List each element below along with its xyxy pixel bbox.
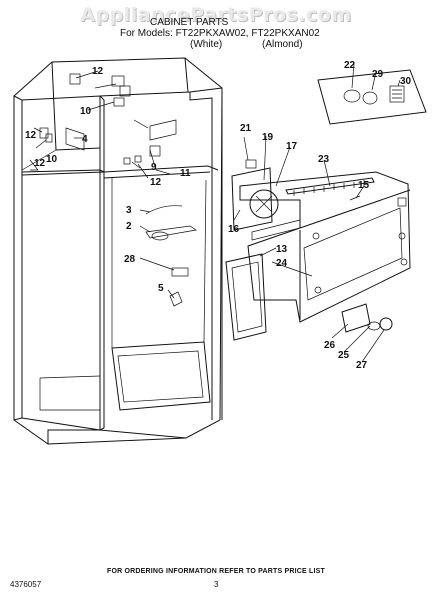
callout-26: 26 bbox=[324, 340, 336, 351]
callout-13: 13 bbox=[276, 244, 288, 255]
callout-30: 30 bbox=[400, 76, 412, 87]
callout-12: 12 bbox=[25, 130, 37, 141]
callout-10: 10 bbox=[46, 154, 58, 165]
diagram-title: CABINET PARTS bbox=[150, 17, 229, 28]
callout-29: 29 bbox=[372, 69, 384, 80]
callout-19: 19 bbox=[262, 132, 274, 143]
callout-28: 28 bbox=[124, 254, 136, 265]
ordering-info-note: FOR ORDERING INFORMATION REFER TO PARTS … bbox=[106, 568, 326, 575]
callout-23: 23 bbox=[318, 154, 330, 165]
callout-24: 24 bbox=[276, 258, 288, 269]
watermark: AppliancePartsPros.com bbox=[80, 4, 352, 26]
callout-11: 11 bbox=[180, 168, 191, 179]
callout-17: 17 bbox=[286, 141, 298, 152]
cabinet-liner bbox=[13, 57, 223, 445]
color-almond-label: (Almond) bbox=[262, 39, 303, 50]
callout-4: 4 bbox=[82, 134, 88, 145]
callout-10: 10 bbox=[80, 106, 92, 117]
callout-9: 9 bbox=[151, 162, 157, 173]
callout-22: 22 bbox=[344, 60, 356, 71]
color-white-label: (White) bbox=[190, 39, 223, 50]
callout-15: 15 bbox=[358, 180, 370, 191]
page-number: 3 bbox=[214, 580, 219, 589]
callout-5: 5 bbox=[158, 283, 164, 294]
light-assembly bbox=[317, 69, 427, 125]
evaporator-cover-assembly bbox=[225, 159, 411, 341]
leader-lines bbox=[33, 63, 401, 363]
callout-25: 25 bbox=[338, 350, 350, 361]
fresh-food-components bbox=[123, 155, 197, 307]
callout-12: 12 bbox=[34, 158, 46, 169]
part-callouts: 12 10 12 10 12 4 11 9 12 3 2 28 5 21 19 … bbox=[25, 60, 412, 371]
freezer-components bbox=[29, 73, 177, 171]
callout-27: 27 bbox=[356, 360, 368, 371]
callout-21: 21 bbox=[240, 123, 252, 134]
callout-12: 12 bbox=[150, 177, 162, 188]
callout-12: 12 bbox=[92, 66, 104, 77]
callout-16: 16 bbox=[228, 224, 240, 235]
model-numbers: For Models: FT22PKXAW02, FT22PKXAN02 bbox=[120, 28, 320, 39]
callout-3: 3 bbox=[126, 205, 132, 216]
document-number: 4376057 bbox=[10, 580, 42, 589]
callout-2: 2 bbox=[126, 221, 132, 232]
